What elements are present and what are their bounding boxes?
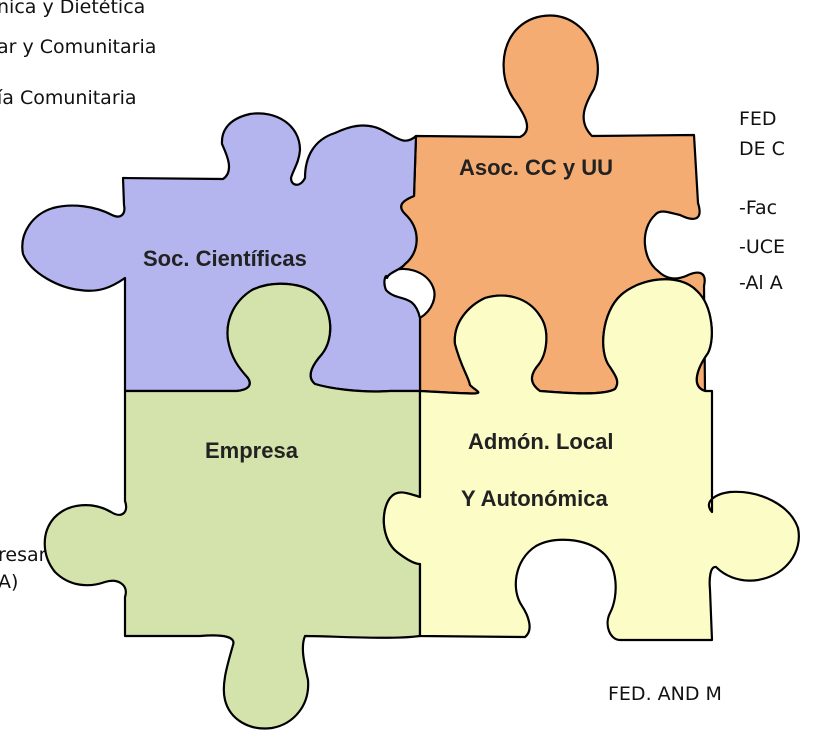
scientific-society-item-3: ía Comunitaria [0,87,137,109]
administration-label-line-1: Admón. Local [468,429,613,454]
scientific-societies-label: Soc. Científicas [143,246,307,271]
federation-heading-line-2: DE C [739,138,785,160]
federation-item-2: -UCE [739,236,786,258]
administration-label-line-2: Y Autonómica [461,486,608,511]
puzzle-piece-business [43,282,422,730]
federation-item-1: -Fac [739,197,778,219]
business-association-line-2: A) [0,571,19,593]
federation-item-3: -Al A [739,272,783,294]
associations-label: Asoc. CC y UU [459,155,613,180]
federation-bottom-text: FED. AND M [608,683,722,705]
scientific-society-item-2: ar y Comunitaria [0,36,157,58]
business-label: Empresa [205,438,299,463]
scientific-society-item-1: nica y Dietética [0,0,146,18]
puzzle-piece-administration [382,278,800,642]
federation-heading-line-1: FED [739,108,777,130]
puzzle-piece-scientific [21,112,422,393]
